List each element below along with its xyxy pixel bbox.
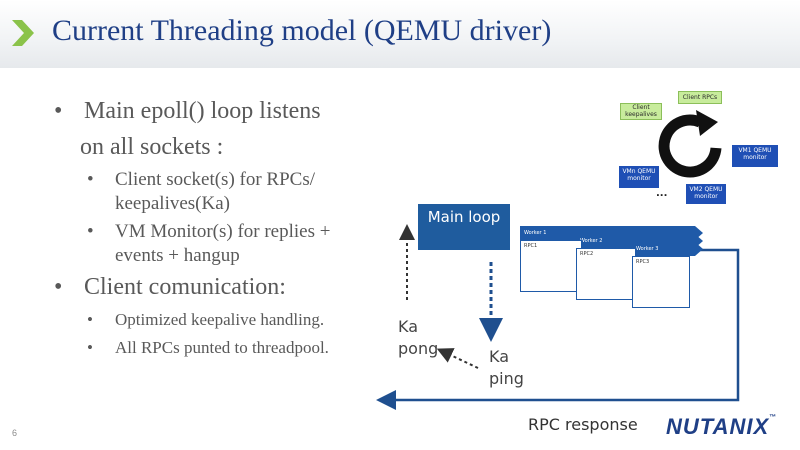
ka-pong-label-line1: Ka [398, 317, 419, 336]
vm1-monitor-box: VM1 QEMU monitor [732, 145, 778, 167]
worker-2-label: Worker 2 [580, 238, 603, 244]
chevron-right-icon [12, 20, 34, 46]
rpc-2-box: RPC2 [576, 248, 636, 300]
ka-ping-label-line1: Ka [489, 347, 510, 366]
trademark-mark: ™ [769, 414, 778, 421]
refresh-arrowhead [696, 110, 718, 136]
client-rpcs-box: Client RPCs [678, 91, 722, 104]
refresh-icon [658, 114, 722, 178]
rpc-3-box: RPC3 [632, 256, 690, 308]
bullet-text: Main epoll() loop listens [84, 98, 321, 124]
rpc-response-label: RPC response [528, 415, 638, 434]
worker-3-arrow [632, 242, 703, 256]
rpc-1-box: RPC1 [520, 240, 582, 292]
bullet-continuation: on all sockets : [80, 134, 224, 160]
vm2-monitor-box: VM2 QEMU monitor [686, 184, 726, 204]
bullet-main-loop: Main epoll() loop listens [50, 96, 380, 126]
sub-bullet-threadpool: All RPCs punted to threadpool. [50, 336, 380, 360]
bullet-client-communication: Client comunication: [50, 272, 380, 302]
ping-to-pong-arrow [436, 348, 479, 369]
worker-3-label: Worker 3 [636, 246, 659, 252]
ellipsis: ... [656, 188, 668, 199]
bullet-list: Main epoll() loop listens on all sockets… [50, 96, 380, 364]
ka-pong-label: Ka pong [398, 316, 438, 360]
slide-number: 6 [12, 428, 18, 438]
nutanix-logo: NUTANIX™ [666, 414, 777, 440]
nutanix-logo-text: NUTANIX [666, 414, 770, 439]
title-bar: Current Threading model (QEMU driver) [0, 0, 800, 68]
main-loop-box: Main loop [418, 204, 510, 250]
vmn-monitor-box: VMn QEMU monitor [619, 166, 659, 188]
ka-ping-label: Ka ping [489, 346, 524, 390]
sub-bullet-client-socket: Client socket(s) for RPCs/ keepalives(Ka… [50, 168, 380, 216]
rpc-response-arrow [376, 248, 740, 410]
ka-ping-label-line2: ping [489, 369, 524, 388]
sub-bullet-keepalive: Optimized keepalive handling. [50, 308, 380, 332]
sub-bullet-vm-monitor: VM Monitor(s) for replies + events + han… [50, 220, 380, 268]
worker-1-label: Worker 1 [524, 230, 547, 236]
client-keepalives-box: Client keepalives [620, 103, 662, 120]
slide-title: Current Threading model (QEMU driver) [52, 14, 552, 47]
ka-pong-label-line2: pong [398, 339, 439, 358]
